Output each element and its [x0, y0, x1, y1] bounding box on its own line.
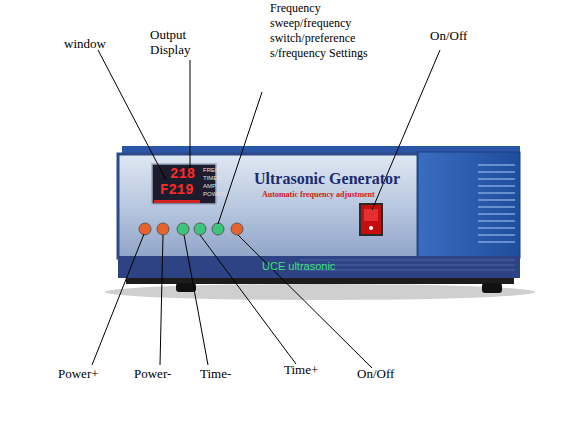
foot [482, 283, 502, 293]
indicator-label: FREQ [203, 166, 220, 174]
callout-label: Power+ [58, 366, 99, 381]
callout-label: Time- [200, 366, 231, 381]
switch-mark [369, 226, 373, 230]
panel-title: Ultrasonic Generator [254, 170, 400, 188]
callout-label: On/Off [430, 28, 467, 43]
callout-label: Power- [134, 366, 171, 381]
bottom-band [118, 256, 520, 278]
callout-label: Time+ [284, 362, 318, 377]
display-digits: 218 [170, 166, 195, 182]
vent-grille [478, 165, 515, 242]
panel-subtitle: Automatic frequency adjustment [262, 190, 375, 200]
side-panel [418, 152, 520, 258]
indicator-label: POWER [203, 190, 226, 198]
display-bar [154, 200, 200, 203]
callout-label: window [64, 36, 106, 51]
shadow [105, 284, 535, 300]
panel-buttons [139, 223, 243, 235]
power-switch [360, 204, 382, 235]
callout-label: On/Off [357, 366, 394, 381]
leader-lines [92, 50, 440, 368]
display-digits: F219 [160, 182, 194, 198]
brand-label: UCE ultrasonic [262, 260, 335, 273]
switch-rocker [364, 209, 378, 221]
indicator-label: TIMER [203, 174, 222, 182]
callout-label: Frequency sweep/frequency switch/prefere… [270, 1, 376, 61]
callout-label: Output Display [150, 27, 202, 57]
indicator-label: AMP [203, 182, 216, 190]
